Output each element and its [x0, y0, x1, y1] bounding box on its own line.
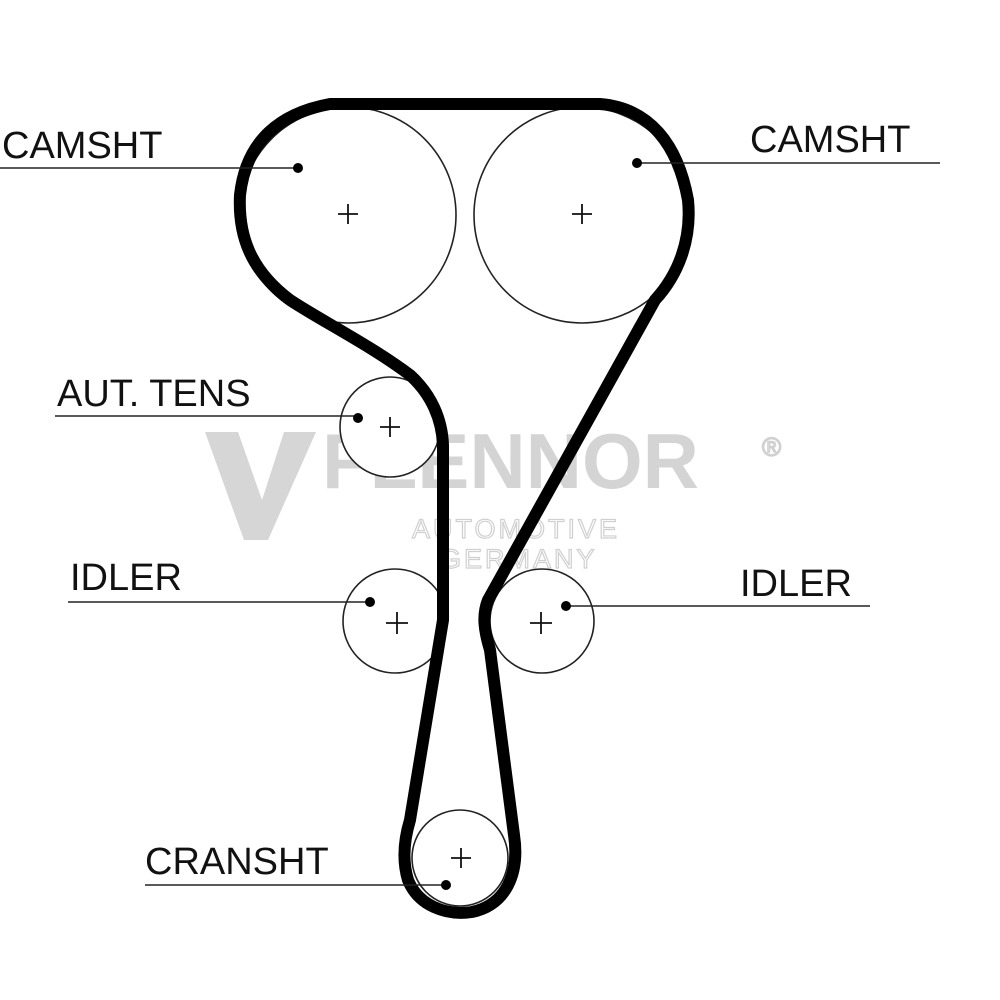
crankshaft-center-cross — [451, 848, 471, 868]
label-idler-left: IDLER — [70, 557, 182, 599]
camshaft-left-center-cross — [338, 204, 358, 224]
idler-left-pointer-dot — [365, 597, 375, 607]
pulleys — [239, 106, 691, 907]
label-camshaft-right: CAMSHT — [750, 119, 910, 161]
auto-tensioner-center-cross — [380, 417, 400, 437]
labels: CAMSHT CAMSHT AUT. TENS IDLER IDLER CRAN… — [2, 119, 910, 883]
watermark-registered-mark: ® — [762, 432, 781, 462]
idler-right-pointer-dot — [561, 601, 571, 611]
flennor-watermark: FLENNOR ® AUTOMOTIVE GERMANY — [205, 417, 782, 575]
camshaft-right-center-cross — [572, 204, 592, 224]
timing-belt — [233, 98, 695, 919]
leaders — [0, 158, 940, 890]
label-crankshaft: CRANSHT — [145, 841, 329, 883]
crankshaft-pointer-dot — [441, 880, 451, 890]
label-idler-right: IDLER — [740, 563, 852, 605]
auto-tensioner-pointer-dot — [353, 413, 363, 423]
idler-right-center-cross — [530, 612, 552, 634]
flennor-logo-mark — [205, 432, 316, 540]
label-auto-tensioner: AUT. TENS — [57, 373, 251, 415]
camshaft-left-pointer-dot — [293, 163, 303, 173]
idler-right-pulley — [489, 568, 595, 674]
camshaft-right-pointer-dot — [632, 158, 642, 168]
idler-left-center-cross — [386, 612, 408, 634]
label-camshaft-left: CAMSHT — [2, 125, 162, 167]
pulley-centers — [338, 204, 592, 868]
